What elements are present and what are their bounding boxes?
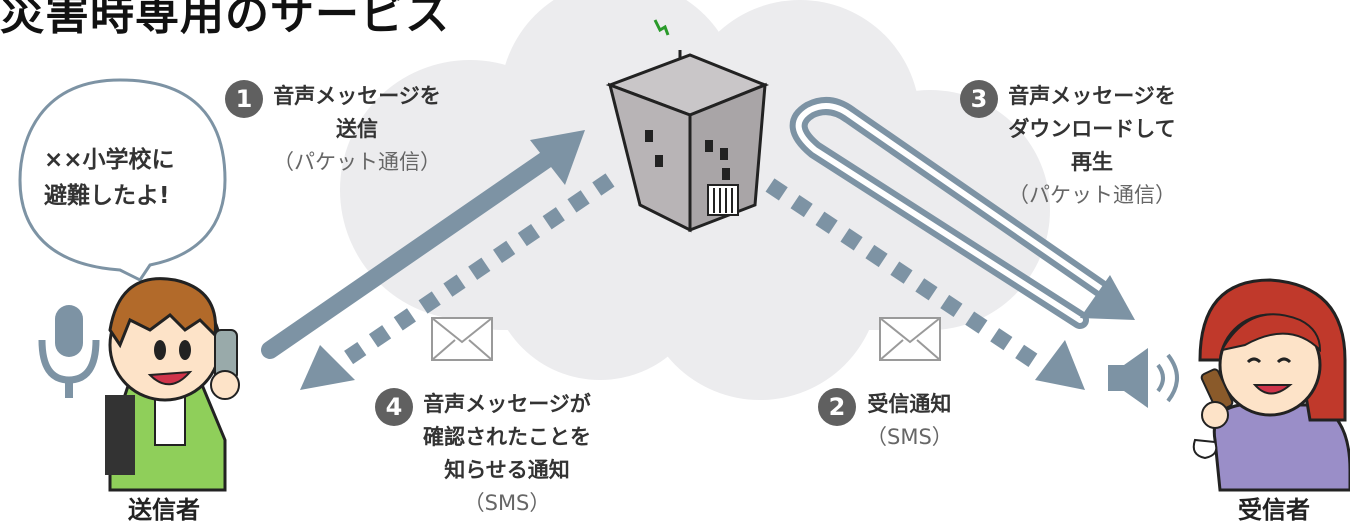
step-2-line-1: 受信通知 — [867, 392, 952, 416]
arrow-step-2 — [765, 178, 1085, 390]
step-3: 3 音声メッセージを ダウンロードして 再生 （パケット通信） — [960, 80, 1176, 212]
step-2: 2 受信通知 （SMS） — [818, 388, 953, 454]
envelope-icon-left — [431, 317, 493, 361]
step-2-text: 受信通知 （SMS） — [866, 388, 953, 454]
page-title: 災害時専用のサービス — [0, 0, 450, 40]
arrow-step-4 — [300, 173, 615, 390]
receiver-illustration — [1192, 278, 1350, 492]
arrow-step-1 — [261, 130, 585, 359]
step-3-line-2: ダウンロードして — [1008, 117, 1176, 141]
step-4-sub: （SMS） — [463, 491, 551, 515]
server-building-icon — [605, 19, 770, 233]
step-4-text: 音声メッセージが 確認されたことを 知らせる通知 （SMS） — [423, 388, 591, 520]
step-4: 4 音声メッセージが 確認されたことを 知らせる通知 （SMS） — [375, 388, 591, 520]
speech-bubble-line-1: ××小学校に — [44, 147, 175, 173]
step-1-sub: （パケット通信） — [273, 150, 441, 174]
step-1-line-1: 音声メッセージを — [273, 84, 441, 108]
step-2-badge: 2 — [818, 388, 856, 426]
step-3-line-3: 再生 — [1071, 150, 1113, 174]
speaker-icon — [1108, 348, 1179, 408]
speech-bubble — [18, 78, 227, 282]
step-1-badge: 1 — [225, 80, 263, 118]
receiver-label: 受信者 — [1238, 496, 1310, 524]
step-4-line-1: 音声メッセージが — [423, 392, 591, 416]
sender-label: 送信者 — [128, 496, 200, 524]
speech-bubble-line-2: 避難したよ! — [44, 183, 170, 209]
step-4-line-2: 確認されたことを — [423, 425, 591, 449]
step-1-line-2: 送信 — [336, 117, 378, 141]
step-3-badge: 3 — [960, 80, 998, 118]
step-3-text: 音声メッセージを ダウンロードして 再生 （パケット通信） — [1008, 80, 1176, 212]
step-1: 1 音声メッセージを 送信 （パケット通信） — [225, 80, 441, 179]
step-4-badge: 4 — [375, 388, 413, 426]
envelope-icon-right — [879, 317, 941, 361]
sender-illustration — [105, 277, 240, 492]
step-3-sub: （パケット通信） — [1008, 183, 1176, 207]
step-2-sub: （SMS） — [866, 425, 953, 449]
arrow-step-3 — [789, 97, 1135, 329]
step-3-line-1: 音声メッセージを — [1008, 84, 1176, 108]
microphone-icon — [38, 305, 100, 398]
step-4-line-3: 知らせる通知 — [444, 458, 570, 482]
step-1-text: 音声メッセージを 送信 （パケット通信） — [273, 80, 441, 179]
speech-bubble-text: ××小学校に 避難したよ! — [44, 142, 204, 214]
